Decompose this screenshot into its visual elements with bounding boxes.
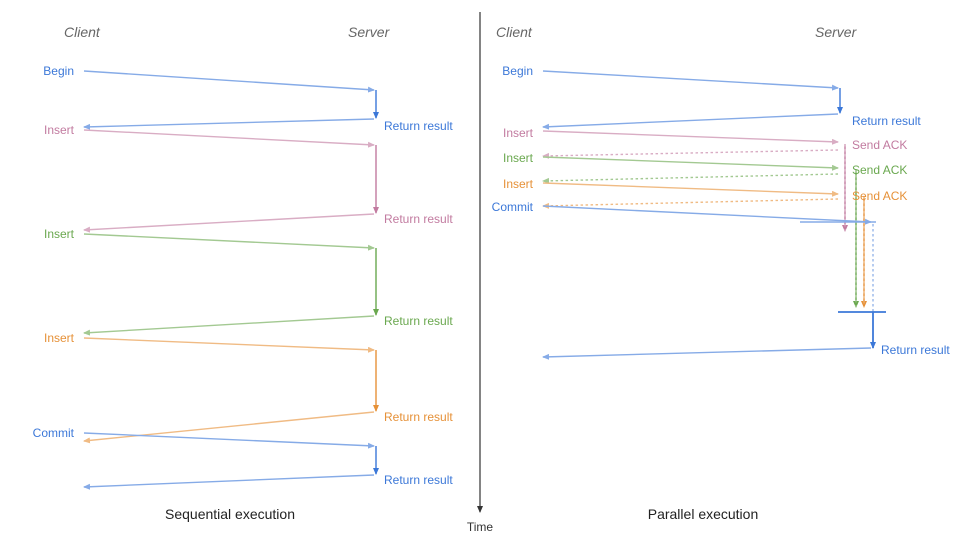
request-arrow-begin	[542, 70, 839, 91]
response-arrow-insert3	[83, 411, 375, 444]
left-client-event-0: Begin	[43, 64, 74, 78]
time-axis-label: Time	[467, 520, 494, 534]
left-lane-title-client: Client	[64, 24, 101, 40]
right-server-event-2: Send ACK	[852, 163, 907, 177]
response-arrow-begin	[83, 118, 375, 130]
request-arrow-begin	[83, 70, 375, 93]
right-server-event-4: Return result	[881, 343, 950, 357]
left-lane-title-server: Server	[348, 24, 391, 40]
request-arrow-insert3	[83, 337, 375, 353]
right-lane-title-client: Client	[496, 24, 533, 40]
ack-arrow-insert1	[542, 149, 839, 159]
response-arrow-begin	[542, 113, 839, 130]
ack-arrow-insert2	[542, 173, 839, 184]
right-lane-title-server: Server	[815, 24, 858, 40]
request-arrow-insert3	[542, 182, 839, 197]
response-arrow-commit	[83, 474, 375, 490]
right-client-event-3: Insert	[503, 177, 534, 191]
request-arrow-commit	[83, 432, 375, 449]
caption-sequential-execution: Sequential execution	[165, 506, 295, 522]
right-client-event-0: Begin	[502, 64, 533, 78]
left-client-event-2: Insert	[44, 227, 75, 241]
response-arrow-commit	[542, 347, 872, 360]
request-arrow-insert1	[542, 130, 839, 145]
left-server-event-3: Return result	[384, 410, 453, 424]
left-client-event-1: Insert	[44, 123, 75, 137]
right-client-event-1: Insert	[503, 126, 534, 140]
right-server-event-1: Send ACK	[852, 138, 907, 152]
right-server-event-3: Send ACK	[852, 189, 907, 203]
request-arrow-commit	[542, 205, 872, 225]
request-arrow-insert1	[83, 129, 375, 148]
right-client-event-2: Insert	[503, 151, 534, 165]
response-arrow-insert2	[83, 315, 375, 336]
response-arrow-insert1	[83, 213, 375, 233]
ack-arrow-insert3	[542, 198, 839, 209]
left-client-event-4: Commit	[33, 426, 75, 440]
right-client-event-4: Commit	[492, 200, 534, 214]
caption-parallel-execution: Parallel execution	[648, 506, 759, 522]
right-server-event-0: Return result	[852, 114, 921, 128]
left-server-event-4: Return result	[384, 473, 453, 487]
left-server-event-1: Return result	[384, 212, 453, 226]
request-arrow-insert2	[83, 233, 375, 251]
left-server-event-2: Return result	[384, 314, 453, 328]
left-server-event-0: Return result	[384, 119, 453, 133]
left-client-event-3: Insert	[44, 331, 75, 345]
request-arrow-insert2	[542, 156, 839, 171]
